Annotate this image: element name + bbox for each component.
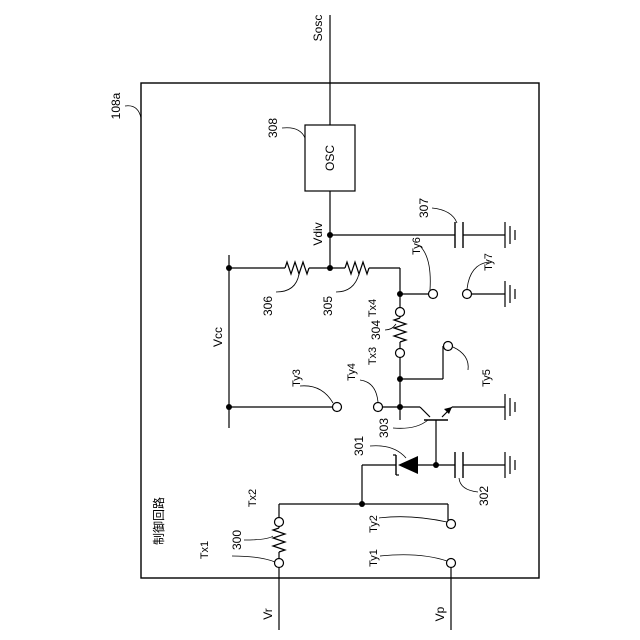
- leader-301: [370, 446, 406, 458]
- label-ty7: Ty7: [483, 253, 495, 271]
- label-tx1: Tx1: [199, 541, 211, 559]
- resistor-305: [345, 262, 369, 274]
- label-304: 304: [369, 320, 383, 340]
- label-vdiv: Vdiv: [311, 222, 325, 245]
- label-ty6: Ty6: [411, 237, 423, 255]
- ground-icon: [505, 222, 515, 248]
- node-tx2-ty2: [359, 501, 365, 507]
- leader-304: [385, 324, 396, 330]
- ty6-terminal: [429, 290, 438, 299]
- label-301: 301: [352, 436, 366, 456]
- ground-icon: [505, 281, 515, 307]
- leader-303: [393, 420, 428, 428]
- label-ty2: Ty2: [368, 515, 380, 533]
- label-control-circuit: 制御回路: [151, 497, 166, 545]
- label-ty3: Ty3: [291, 369, 303, 387]
- label-tx4: Tx4: [367, 299, 379, 317]
- leader-ty5: [453, 347, 468, 370]
- ty3-terminal: [333, 403, 342, 412]
- label-302: 302: [477, 486, 491, 506]
- tx1-terminal: [275, 559, 284, 568]
- label-305: 305: [321, 296, 335, 316]
- leader-ty3: [300, 386, 333, 403]
- leader-308: [282, 128, 305, 138]
- label-308: 308: [266, 118, 280, 138]
- resistor-300: [273, 528, 285, 552]
- leader-306: [276, 274, 299, 292]
- leader-305: [336, 274, 359, 292]
- label-osc: OSC: [323, 145, 337, 171]
- label-vp: Vp: [433, 606, 447, 621]
- ty5-terminal: [444, 342, 453, 351]
- leader-ty1: [380, 555, 447, 561]
- tx3-terminal: [396, 349, 405, 358]
- label-303: 303: [377, 418, 391, 438]
- label-307: 307: [417, 198, 431, 218]
- label-vr: Vr: [261, 608, 275, 620]
- leader-300: [244, 536, 273, 540]
- label-tx3: Tx3: [367, 347, 379, 365]
- leader-tx1: [232, 556, 275, 562]
- ground-icon: [505, 452, 515, 478]
- label-108a: 108a: [109, 92, 123, 119]
- tx2-terminal: [275, 518, 284, 527]
- label-vcc: Vcc: [211, 327, 225, 347]
- vdiv-junction: [327, 265, 333, 271]
- label-306: 306: [261, 296, 275, 316]
- ty4-terminal: [374, 403, 383, 412]
- label-ty5: Ty5: [481, 369, 493, 387]
- tx4-terminal: [396, 308, 405, 317]
- leader-307: [432, 208, 457, 223]
- ty1-terminal: [447, 559, 456, 568]
- ty2-terminal: [447, 520, 456, 529]
- leader-302: [459, 478, 478, 492]
- label-ty1: Ty1: [368, 549, 380, 567]
- leader-108a: [125, 106, 141, 118]
- ground-icon: [505, 394, 515, 420]
- resistor-306: [285, 262, 309, 274]
- ty7-terminal: [463, 290, 472, 299]
- resistor-304: [394, 318, 406, 342]
- transistor-303: [400, 407, 505, 465]
- label-ty4: Ty4: [346, 363, 358, 381]
- label-300: 300: [230, 530, 244, 550]
- leader-ty2: [379, 517, 447, 522]
- label-sosc: Sosc: [311, 15, 325, 42]
- leader-ty4: [360, 380, 378, 402]
- label-tx2: Tx2: [247, 489, 259, 507]
